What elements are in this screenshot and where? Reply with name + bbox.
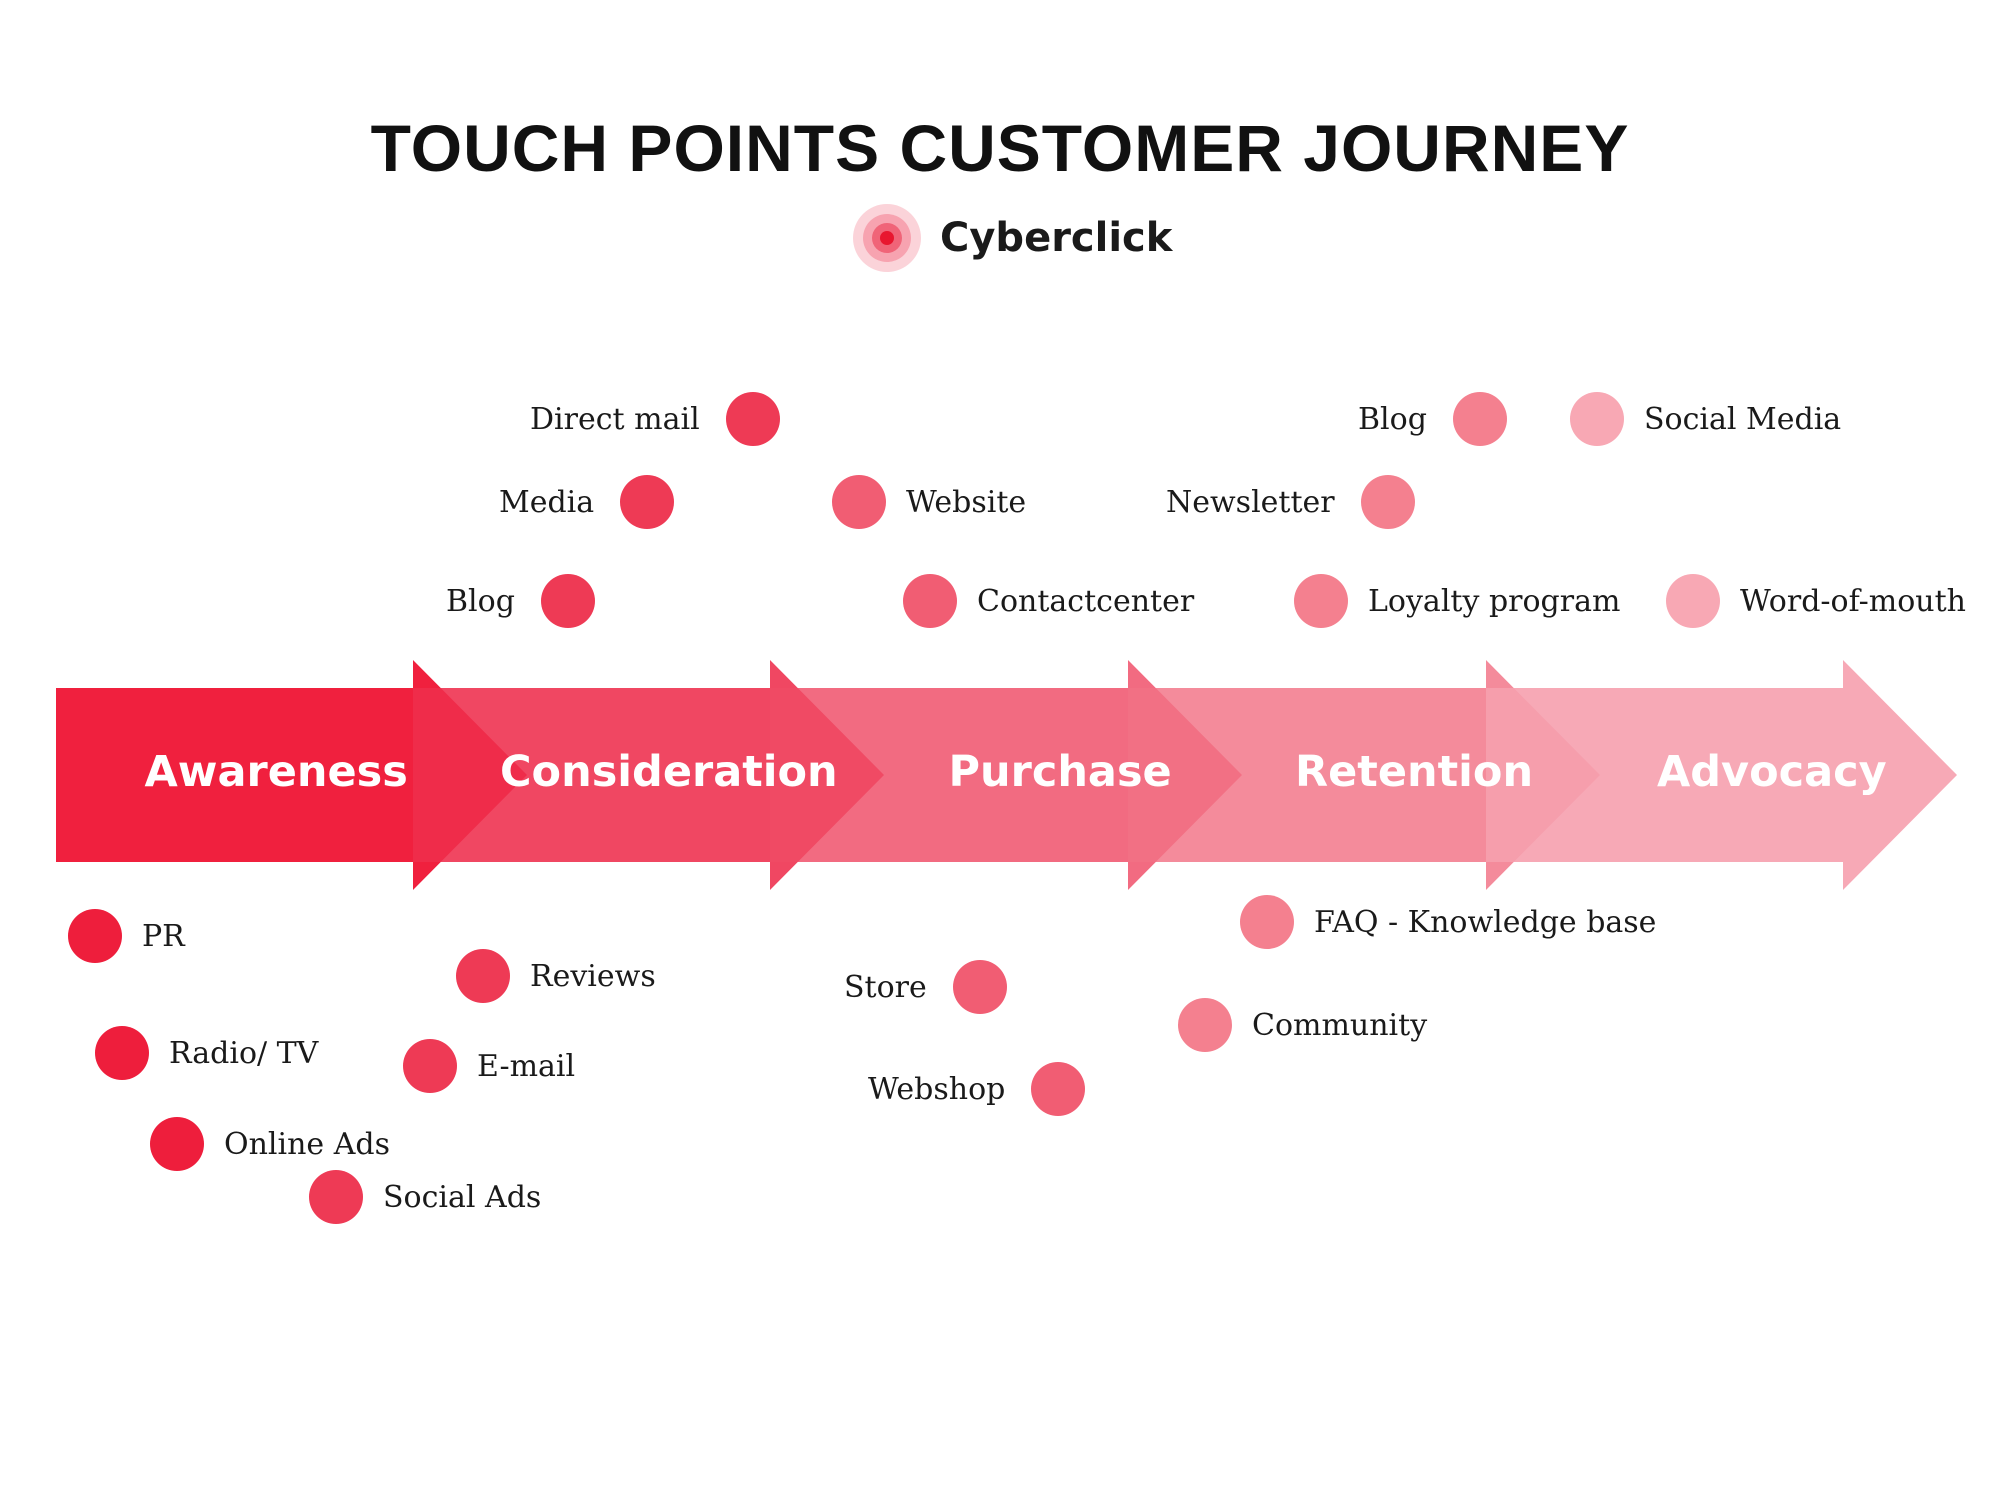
touchpoint-label: Newsletter (1166, 484, 1335, 520)
touchpoint-label: E-mail (477, 1048, 576, 1084)
touchpoint-dot (952, 960, 1007, 1014)
stage-arrow-advocacy (1486, 660, 1957, 890)
page-title: TOUCH POINTS CUSTOMER JOURNEY (370, 111, 1630, 185)
touchpoint-online-ads: Online Ads (150, 1117, 390, 1171)
touchpoint-label: Store (844, 969, 927, 1005)
touchpoint-dot (540, 574, 595, 628)
touchpoint-community: Community (1178, 998, 1427, 1052)
stage-label-advocacy: Advocacy (1657, 747, 1887, 797)
touchpoint-contactcenter: Contactcenter (903, 574, 1194, 628)
touchpoint-dot (903, 574, 957, 628)
touchpoint-label: Blog (1358, 401, 1427, 437)
touchpoint-radio-tv: Radio/ TV (95, 1026, 318, 1080)
touchpoint-faq-knowledge-base: FAQ - Knowledge base (1240, 895, 1656, 949)
touchpoint-dot (725, 392, 780, 446)
touchpoint-blog-retention: Blog (1358, 392, 1507, 446)
stage-label-purchase: Purchase (948, 747, 1172, 797)
touchpoint-label: Contactcenter (977, 583, 1195, 619)
touchpoint-label: Loyalty program (1368, 583, 1621, 619)
touchpoint-webshop: Webshop (868, 1062, 1086, 1116)
touchpoint-dot (1178, 998, 1232, 1052)
touchpoint-social-ads: Social Ads (309, 1170, 541, 1224)
touchpoint-label: Word-of-mouth (1740, 583, 1966, 619)
touchpoint-media: Media (499, 475, 675, 529)
touchpoint-label: Social Ads (383, 1179, 542, 1215)
touchpoint-dot (1360, 475, 1415, 529)
touchpoint-social-media: Social Media (1570, 392, 1841, 446)
touchpoint-pr: PR (68, 909, 185, 963)
touchpoint-label: Website (906, 484, 1027, 520)
touchpoint-label: Media (499, 484, 595, 520)
touchpoint-label: FAQ - Knowledge base (1314, 904, 1657, 940)
touchpoint-store: Store (844, 960, 1007, 1014)
touchpoint-dot (832, 475, 886, 529)
stage-arrow-awareness (56, 660, 527, 890)
brand-logo-icon (853, 204, 921, 272)
touchpoint-dot (95, 1026, 149, 1080)
touchpoint-dot (1452, 392, 1507, 446)
touchpoint-label: PR (142, 918, 185, 954)
touchpoint-newsletter: Newsletter (1166, 475, 1415, 529)
touchpoint-blog-consideration: Blog (446, 574, 595, 628)
touchpoint-dot (1031, 1062, 1086, 1116)
touchpoint-label: Webshop (868, 1071, 1006, 1107)
brand: Cyberclick (850, 198, 1172, 278)
touchpoint-label: Radio/ TV (169, 1035, 319, 1071)
touchpoint-website: Website (832, 475, 1026, 529)
stage-label-retention: Retention (1295, 747, 1534, 797)
touchpoint-label: Social Media (1644, 401, 1842, 437)
touchpoint-dot (1570, 392, 1624, 446)
touchpoint-label: Reviews (530, 958, 656, 994)
touchpoint-label: Community (1252, 1007, 1428, 1043)
touchpoint-dot (150, 1117, 204, 1171)
touchpoint-dot (456, 949, 510, 1003)
touchpoint-dot (1240, 895, 1294, 949)
touchpoint-direct-mail: Direct mail (530, 392, 780, 446)
touchpoint-word-of-mouth: Word-of-mouth (1666, 574, 1966, 628)
touchpoint-label: Direct mail (530, 401, 700, 437)
touchpoint-dot (1666, 574, 1720, 628)
touchpoint-dot (403, 1039, 457, 1093)
stage-arrow-consideration (413, 660, 884, 890)
touchpoint-label: Blog (446, 583, 515, 619)
stage-arrow-purchase (770, 660, 1242, 890)
touchpoint-dot (309, 1170, 363, 1224)
touchpoint-dot (1294, 574, 1348, 628)
touchpoint-dot (620, 475, 675, 529)
touchpoint-reviews: Reviews (456, 949, 656, 1003)
brand-name: Cyberclick (940, 215, 1173, 261)
stage-label-awareness: Awareness (144, 747, 408, 797)
touchpoint-label: Online Ads (224, 1126, 390, 1162)
touchpoint-loyalty-program: Loyalty program (1294, 574, 1620, 628)
touchpoint-dot (68, 909, 122, 963)
stage-arrow-retention (1128, 660, 1600, 890)
touchpoint-e-mail: E-mail (403, 1039, 575, 1093)
stage-label-consideration: Consideration (500, 747, 838, 797)
logo-center-dot (880, 231, 894, 245)
